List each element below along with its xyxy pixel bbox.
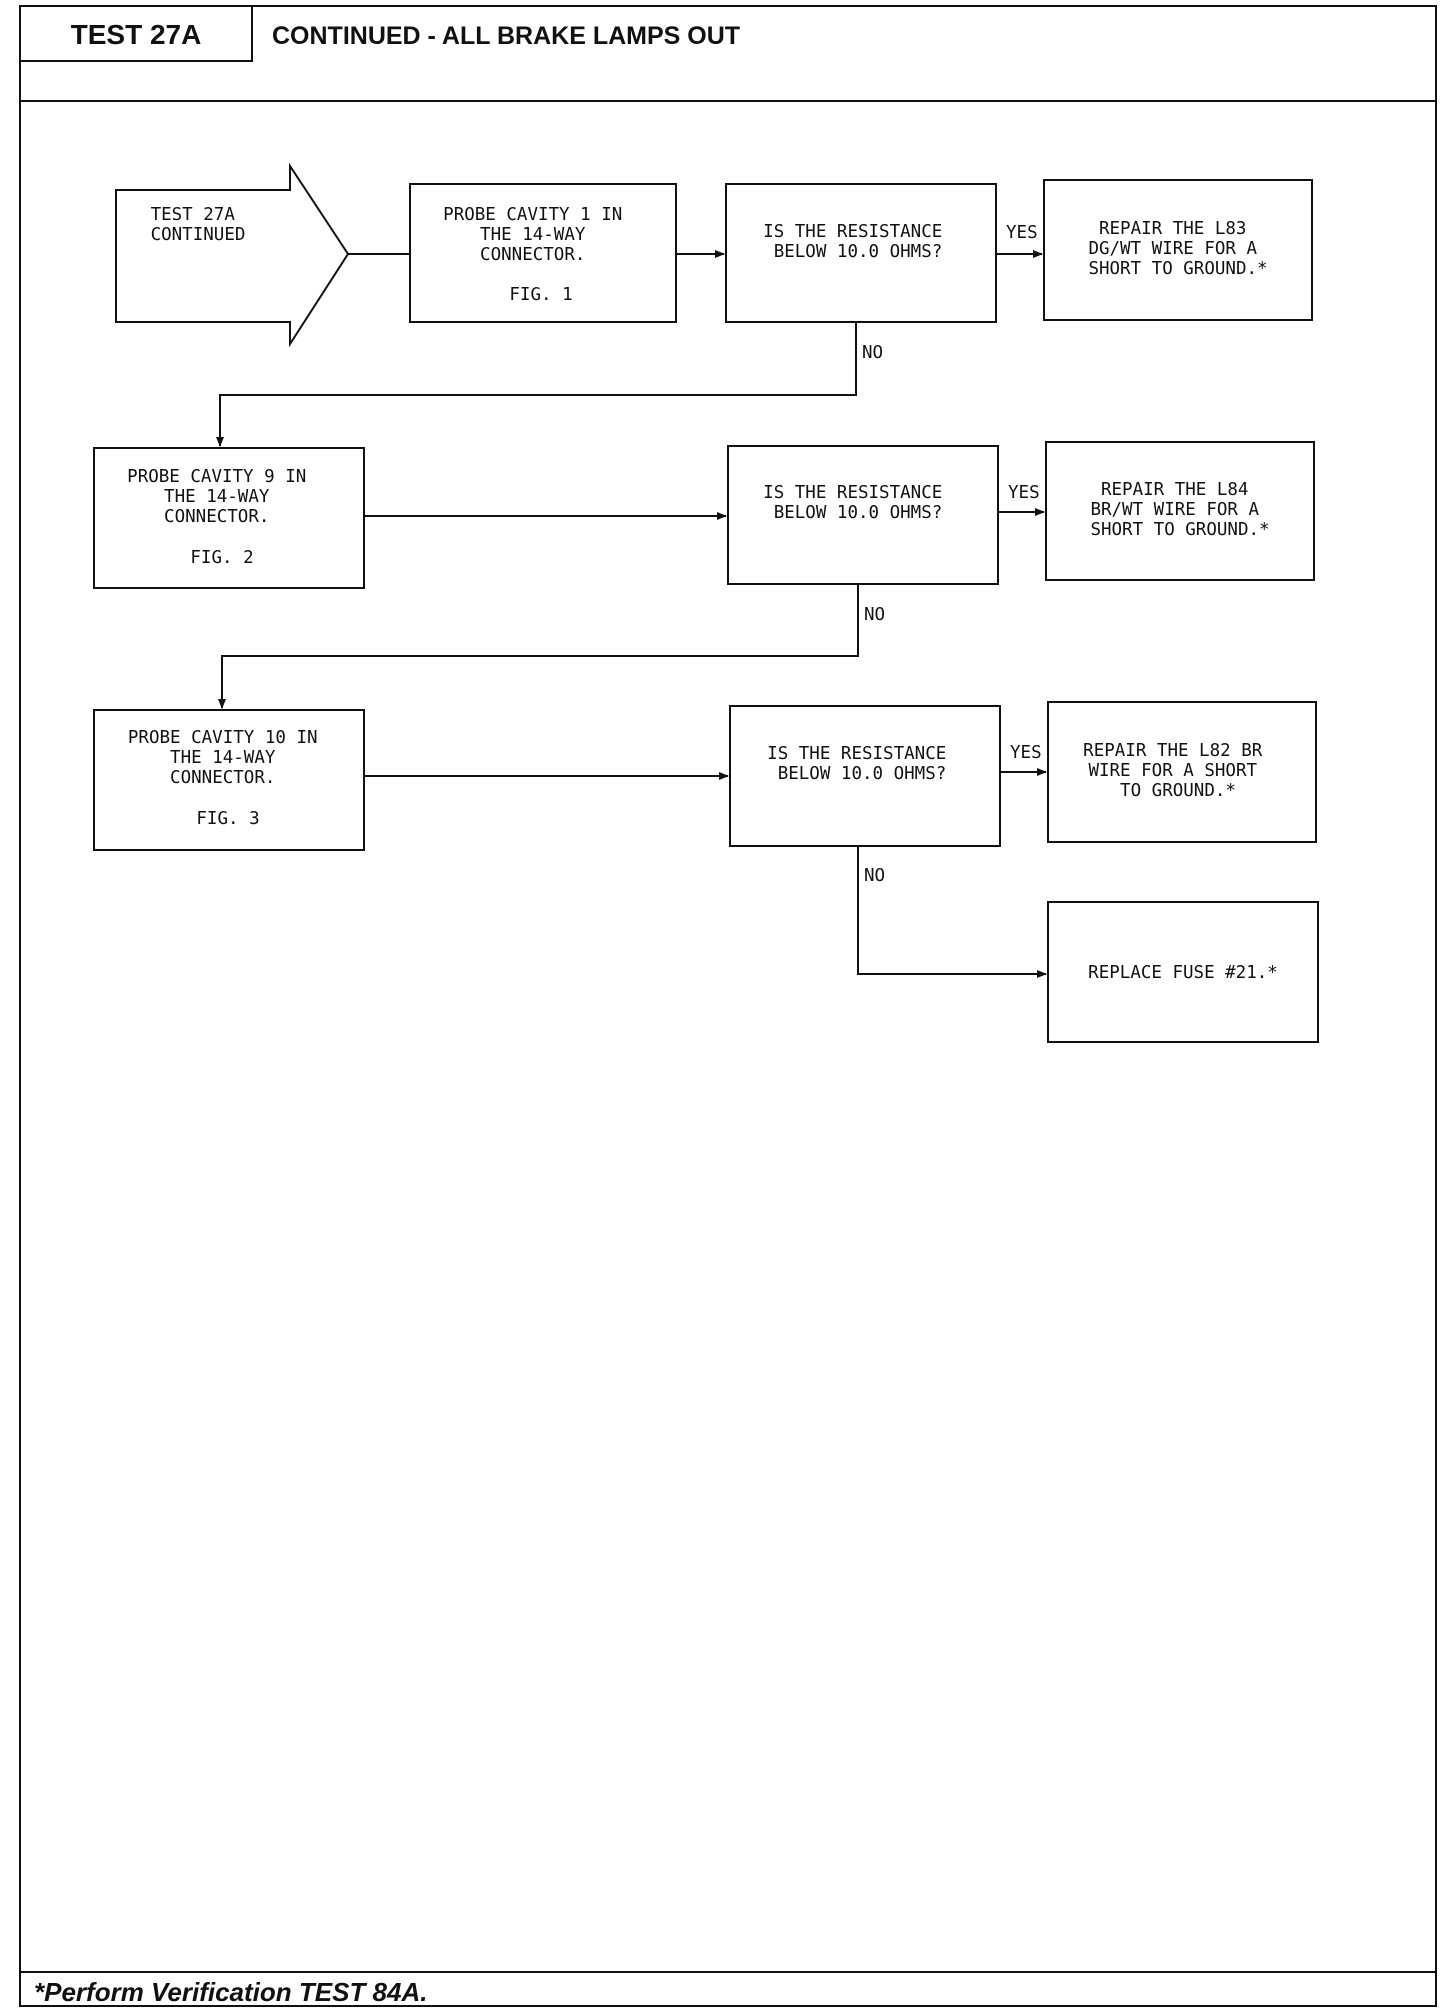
repair-l82-box [1047,701,1317,843]
repair-l83-box [1043,179,1313,321]
yes-label-1: YES [1006,223,1038,243]
resistance-question-1-text: IS THE RESISTANCE BELOW 10.0 OHMS? [763,222,953,262]
question2-no-connector [218,584,859,709]
resistance-question-1-box [725,183,997,323]
probe-cavity-9-box [93,447,365,589]
test-id-box [19,5,253,62]
resistance-question-2-box [727,445,999,585]
test-id: TEST 27A [71,19,202,50]
probe-cavity-10-text: PROBE CAVITY 10 IN THE 14-WAY CONNECTOR.… [128,728,328,829]
replace-fuse-box [1047,901,1319,1043]
page-title: CONTINUED - ALL BRAKE LAMPS OUT [272,22,740,50]
page-border [19,5,1437,2007]
resistance-question-2-text: IS THE RESISTANCE BELOW 10.0 OHMS? [763,483,953,523]
repair-l82-text: REPAIR THE L82 BR WIRE FOR A SHORT TO GR… [1083,741,1273,801]
replace-fuse-text: REPLACE FUSE #21.* [1088,963,1278,983]
start-arrow-shape [115,162,350,348]
footer-note: *Perform Verification TEST 84A. [34,1977,427,2007]
question1-no-connector [216,322,857,447]
no-label-3: NO [864,866,885,886]
no-label-1: NO [862,343,883,363]
probe-cavity-1-text: PROBE CAVITY 1 IN THE 14-WAY CONNECTOR. … [443,205,633,305]
probe-cavity-1-box [409,183,677,323]
probe-cavity-9-text: PROBE CAVITY 9 IN THE 14-WAY CONNECTOR. … [127,467,317,568]
resistance-question-3-text: IS THE RESISTANCE BELOW 10.0 OHMS? [767,744,957,784]
repair-l84-box [1045,441,1315,581]
repair-l83-text: REPAIR THE L83 DG/WT WIRE FOR A SHORT TO… [1088,219,1267,279]
probe-cavity-10-box [93,709,365,851]
no-label-2: NO [864,605,885,625]
repair-l84-text: REPAIR THE L84 BR/WT WIRE FOR A SHORT TO… [1090,480,1269,540]
yes-label-3: YES [1010,743,1042,763]
start-text: TEST 27A CONTINUED [151,205,246,245]
resistance-question-3-box [729,705,1001,847]
yes-label-2: YES [1008,483,1040,503]
question3-no-connector [857,846,1047,978]
